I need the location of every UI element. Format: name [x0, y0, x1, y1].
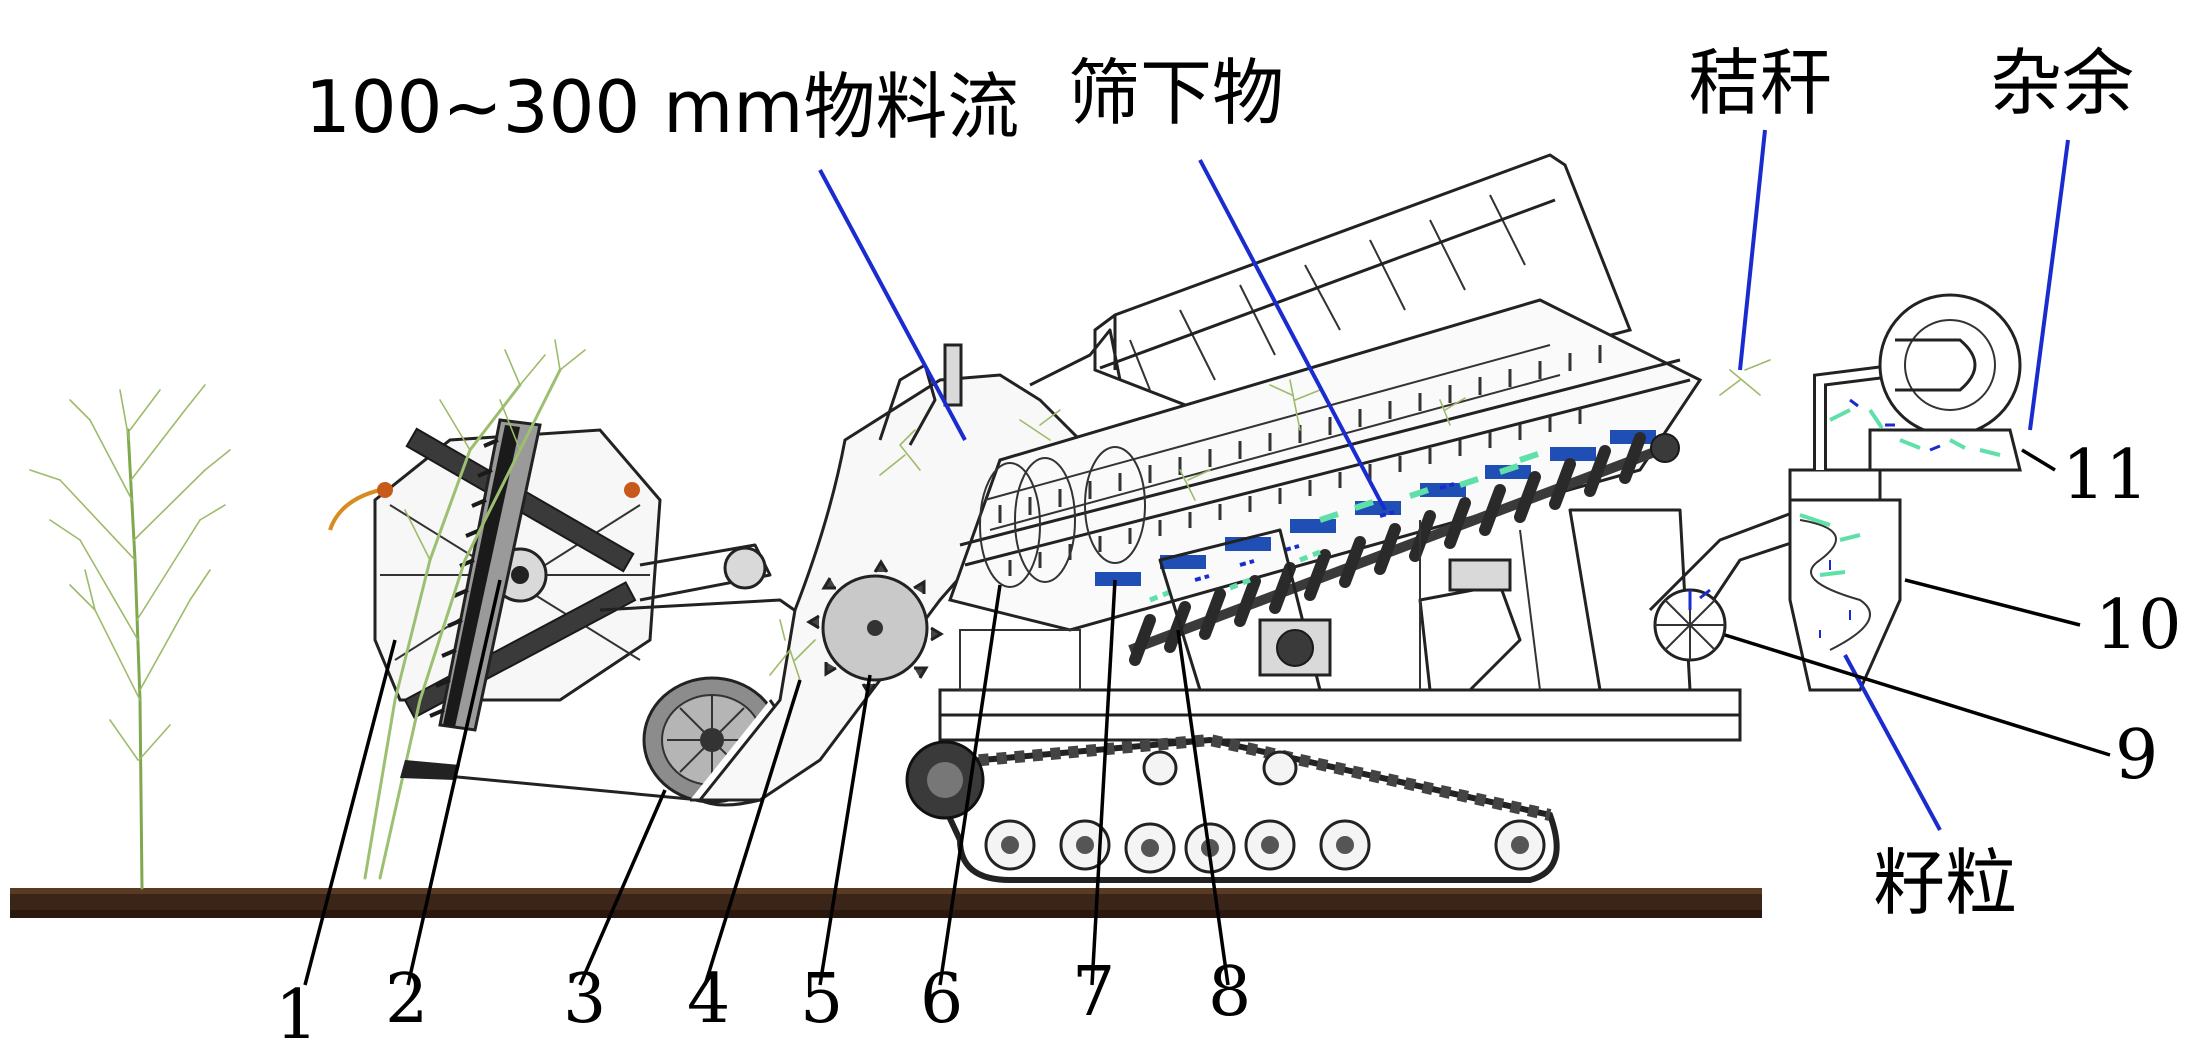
fan-icon	[1648, 508, 1802, 662]
part-number-4: 4	[687, 960, 730, 1039]
leader-impurities	[2028, 139, 2070, 431]
label-seeds: 籽粒	[1873, 841, 2017, 925]
part-leaders	[303, 448, 2111, 986]
part-number-3: 3	[563, 960, 606, 1039]
part-number-1: 1	[275, 976, 318, 1051]
leader-part-5	[818, 674, 872, 986]
part-number-10: 10	[2095, 586, 2182, 665]
label-impurities: 杂余	[1990, 41, 2134, 125]
blower-icon	[1813, 293, 2022, 472]
leader-part-9	[1724, 633, 2111, 757]
plant-fragments	[769, 359, 1771, 681]
leader-seeds	[1843, 654, 1942, 831]
crawler-track-icon	[905, 733, 1560, 883]
flow-leaders	[818, 129, 2070, 831]
leader-part-2	[406, 579, 502, 986]
cyclone-separator-icon	[1788, 468, 1902, 692]
leader-part-6	[938, 584, 1002, 986]
leader-part-10	[1904, 578, 2081, 627]
label-undersize: 筛下物	[1068, 51, 1284, 135]
leader-undersize	[1198, 159, 1387, 511]
leader-part-3	[578, 789, 667, 986]
part-number-9: 9	[2115, 716, 2158, 795]
leader-part-8	[1176, 629, 1230, 986]
part-number-2: 2	[385, 960, 428, 1039]
leader-part-11	[2021, 448, 2056, 472]
threshing-body	[948, 153, 1703, 666]
beater	[806, 559, 944, 697]
conveying-auger	[1128, 432, 1680, 666]
standing-plant-icon	[29, 384, 231, 890]
part-number-11: 11	[2062, 436, 2149, 515]
ground	[10, 888, 1762, 918]
chassis	[938, 508, 1742, 742]
part-number-7: 7	[1072, 953, 1115, 1032]
part-number-8: 8	[1208, 953, 1251, 1032]
material-flow-marks	[1149, 451, 1539, 603]
cut-plant-icon	[363, 339, 586, 880]
cutter-icon	[429, 418, 542, 732]
leader-straw	[1738, 129, 1767, 371]
leader-material-flow	[818, 169, 967, 441]
part-number-5: 5	[800, 960, 843, 1039]
leader-part-7	[1090, 579, 1117, 986]
label-material-flow: 100~300 mm物料流	[305, 65, 1019, 149]
label-straw: 秸秆	[1688, 41, 1832, 125]
leader-part-4	[703, 679, 802, 986]
leader-part-1	[303, 639, 397, 986]
part-number-6: 6	[920, 960, 963, 1039]
